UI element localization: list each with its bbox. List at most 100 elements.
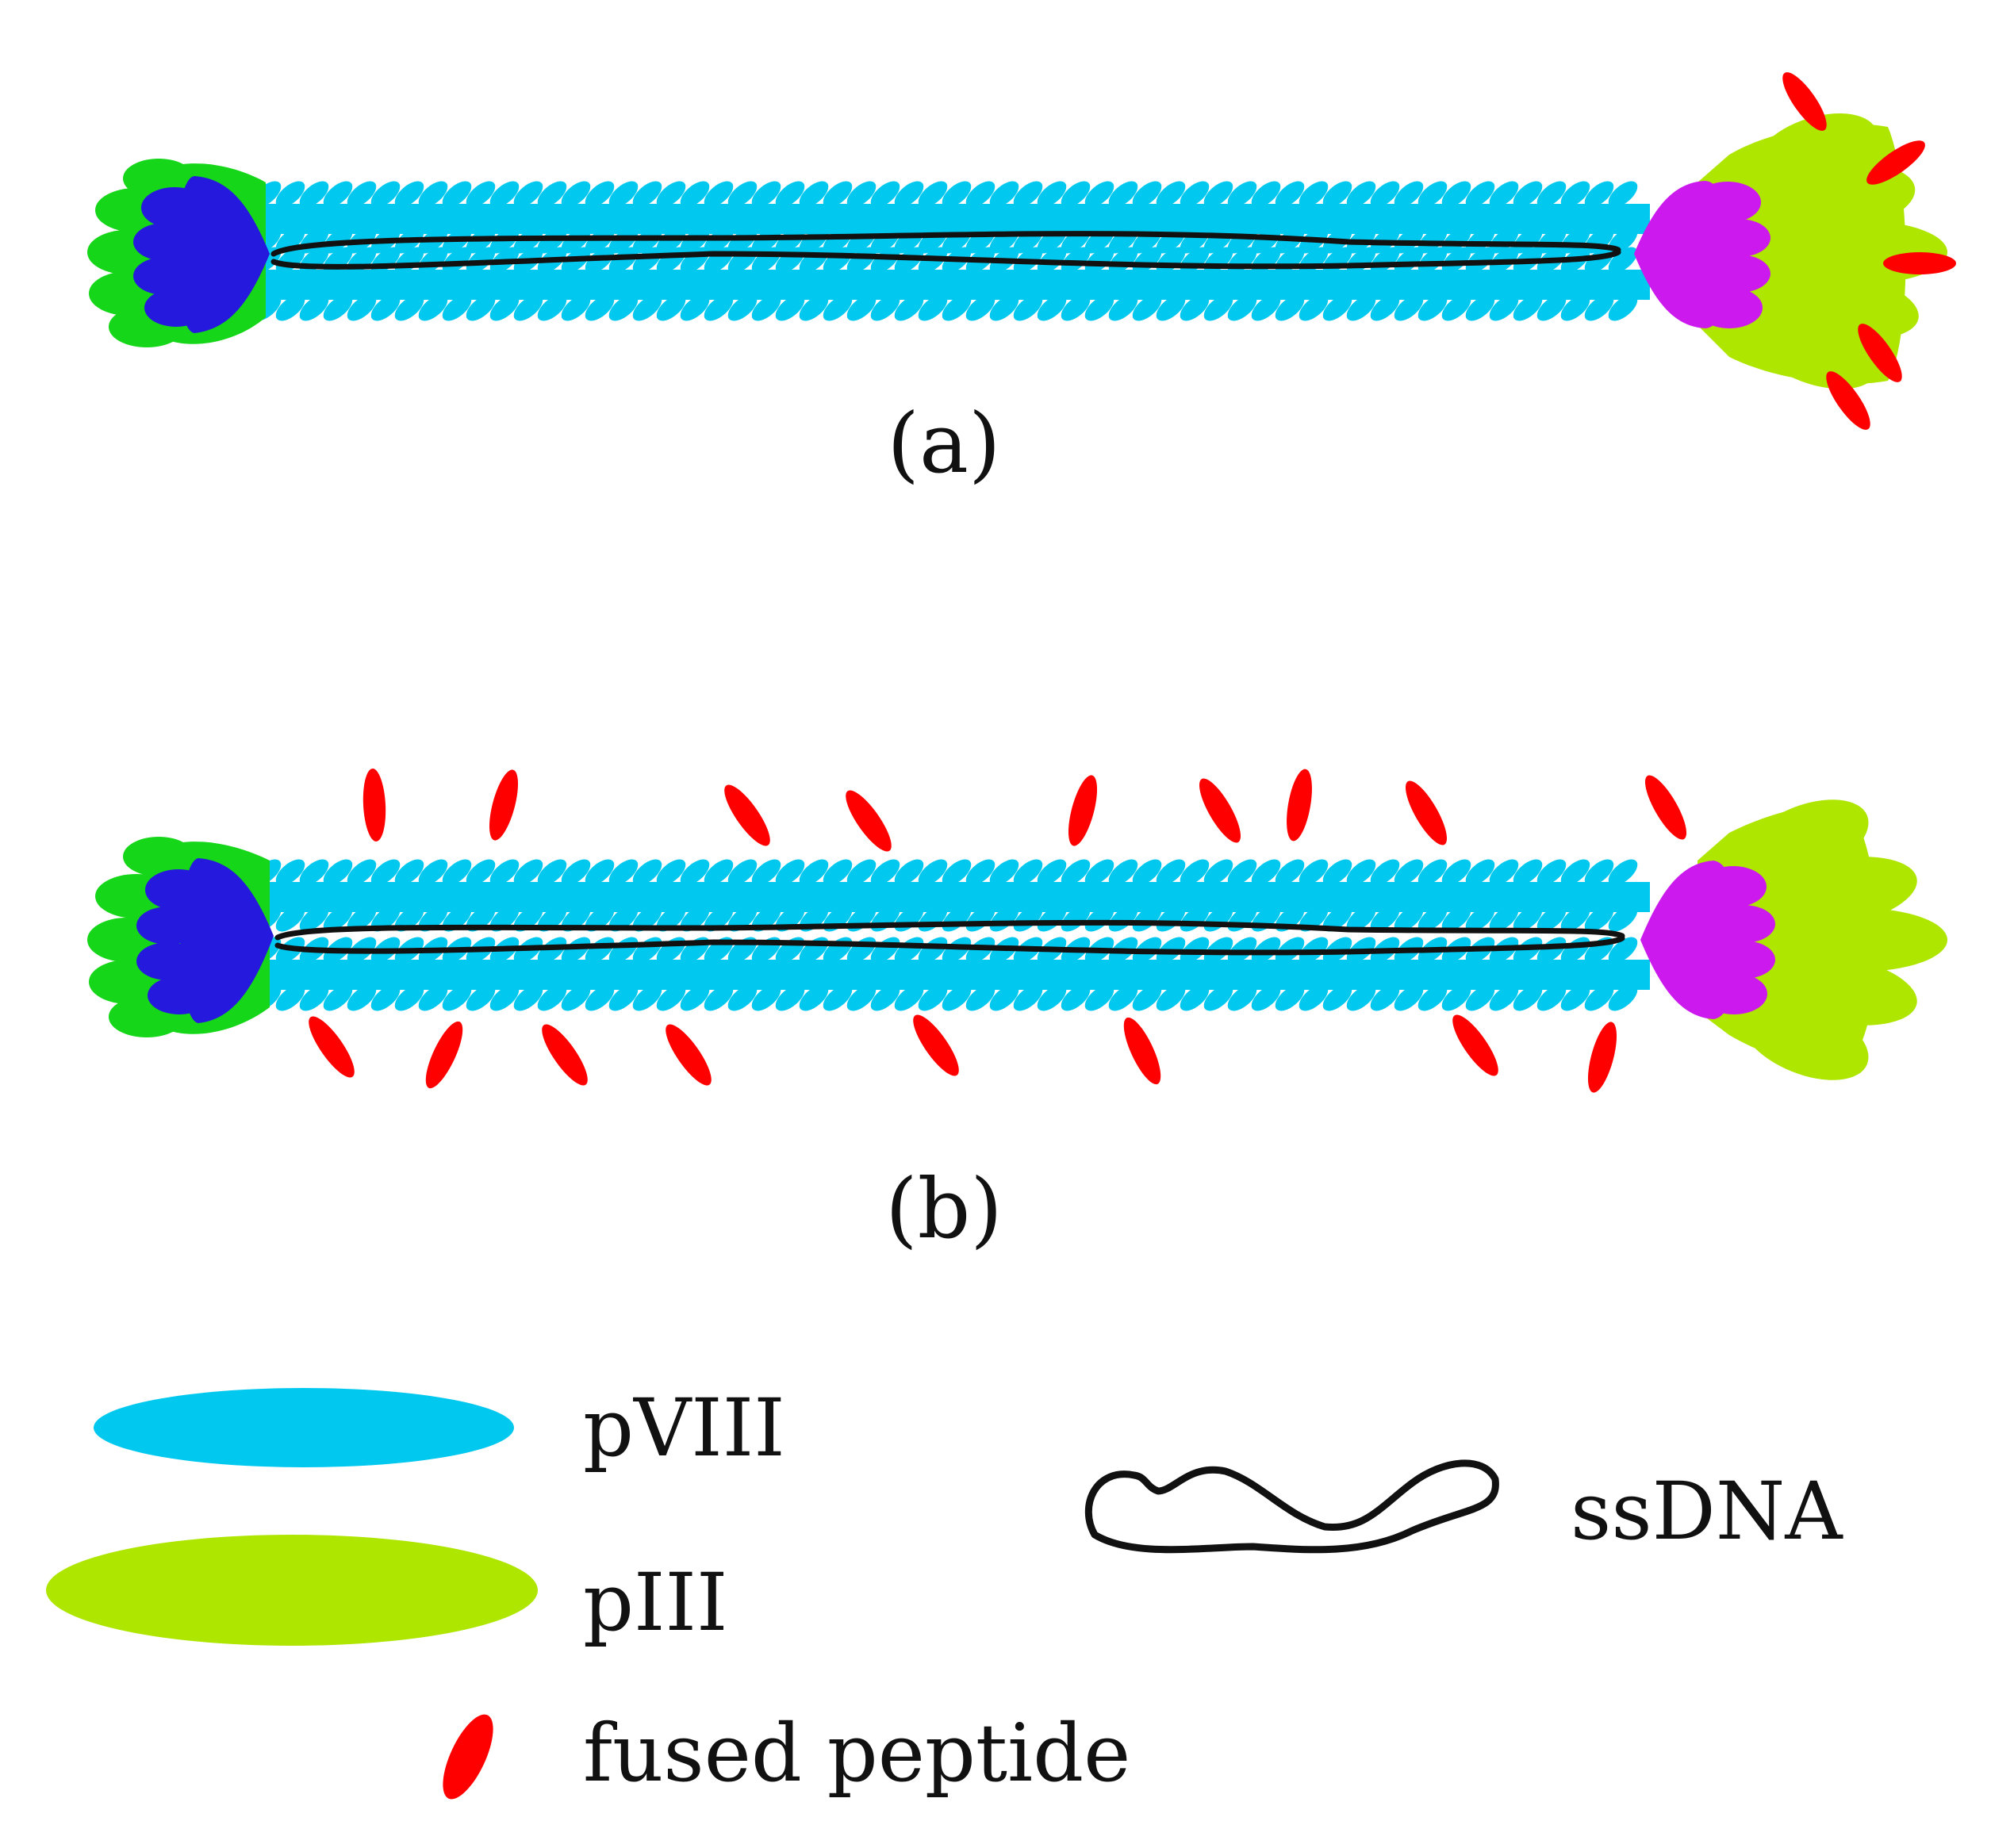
pviii-subunit xyxy=(1084,859,1114,886)
coat-peptide xyxy=(666,1024,712,1086)
pviii-subunit xyxy=(489,181,520,208)
panel-a-caption: (a) xyxy=(887,395,1000,492)
pviii-subunit xyxy=(918,859,948,886)
pviii-subunit xyxy=(775,859,805,886)
pviii-subunit xyxy=(727,905,758,932)
pviii-subunit xyxy=(1108,859,1138,886)
pviii-subunit xyxy=(466,294,496,321)
coat-peptide xyxy=(1123,1017,1161,1085)
pviii-subunit xyxy=(1084,984,1114,1011)
pviii-subunit xyxy=(323,227,353,254)
pviii-subunit xyxy=(1441,247,1471,274)
pviii-subunit xyxy=(466,181,496,208)
coat-peptide xyxy=(542,1024,588,1086)
pviii-subunit xyxy=(1417,181,1448,208)
pviii-subunit xyxy=(418,181,448,208)
pviii-subunit xyxy=(608,247,639,274)
tip-peptide xyxy=(1866,140,1925,185)
pviii-subunit xyxy=(1061,984,1091,1011)
pviii-subunit xyxy=(918,181,948,208)
pviii-subunit xyxy=(370,859,401,886)
pviii-subunit xyxy=(1084,294,1114,321)
left-cap-b xyxy=(87,837,274,1037)
pviii-subunit xyxy=(1346,181,1376,208)
pviii-subunit xyxy=(870,859,900,886)
pviii-subunit xyxy=(1037,181,1067,208)
pviii-subunit xyxy=(704,984,734,1011)
pviii-subunit xyxy=(942,937,972,964)
pviii-subunit xyxy=(275,227,305,254)
pviii-subunit xyxy=(418,984,448,1011)
pviii-subunit xyxy=(275,905,305,932)
pviii-subunit xyxy=(823,294,853,321)
pviii-subunit xyxy=(1370,859,1400,886)
pviii-subunit xyxy=(585,984,615,1011)
pviii-subunit xyxy=(275,294,305,321)
pviii-subunit xyxy=(1251,181,1281,208)
pviii-subunit xyxy=(299,181,329,208)
pviii-subunit xyxy=(1108,181,1138,208)
pviii-subunit xyxy=(585,859,615,886)
pviii-subunit xyxy=(942,294,972,321)
pviii-subunit xyxy=(513,859,543,886)
pviii-subunit xyxy=(704,905,734,932)
pviii-subunit xyxy=(1299,984,1329,1011)
legend-label-piii: pIII xyxy=(583,1556,728,1649)
pviii-subunit xyxy=(1536,984,1567,1011)
pviii-subunit xyxy=(513,294,543,321)
pviii-subunit xyxy=(1346,984,1376,1011)
pviii-subunit xyxy=(1489,181,1519,208)
pviii-subunit xyxy=(1513,984,1543,1011)
pviii-subunit xyxy=(537,859,567,886)
pviii-subunit xyxy=(1370,905,1400,932)
pviii-subunit xyxy=(323,984,353,1011)
pviii-subunit xyxy=(1203,294,1233,321)
pviii-subunit xyxy=(1560,181,1590,208)
pviii-subunit xyxy=(918,294,948,321)
pviii-subunit xyxy=(394,984,424,1011)
pviii-subunit xyxy=(1417,227,1448,254)
pviii-subunit xyxy=(632,859,662,886)
pviii-subunit xyxy=(1227,181,1257,208)
pviii-subunit xyxy=(1227,294,1257,321)
pviii-subunit xyxy=(1132,859,1162,886)
tip-peptide xyxy=(1883,252,1956,274)
pviii-subunit xyxy=(799,859,829,886)
pviii-subunit xyxy=(1346,859,1376,886)
pviii-subunit xyxy=(1084,247,1114,274)
pviii-subunit xyxy=(1608,905,1638,932)
pviii-subunit xyxy=(1061,294,1091,321)
pviii-subunit xyxy=(299,984,329,1011)
pviii-subunit xyxy=(1299,181,1329,208)
pviii-subunit xyxy=(1489,294,1519,321)
pviii-subunit xyxy=(1013,294,1043,321)
pviii-subunit xyxy=(275,181,305,208)
coat-peptides-b xyxy=(309,769,1686,1093)
pviii-subunit xyxy=(1322,905,1352,932)
pviii-subunit xyxy=(370,181,401,208)
pviii-subunit xyxy=(894,294,924,321)
pviii-subunit xyxy=(799,984,829,1011)
coat-peptide xyxy=(724,784,770,846)
pviii-subunit xyxy=(1037,984,1067,1011)
pviii-subunit xyxy=(1013,181,1043,208)
coat-peptide xyxy=(846,790,892,852)
pviii-subunit xyxy=(1275,984,1305,1011)
pviii-subunit xyxy=(680,984,710,1011)
coat-peptide xyxy=(1452,1014,1498,1076)
pviii-subunit xyxy=(823,227,853,254)
pviii-subunit xyxy=(1441,181,1471,208)
pviii-subunit xyxy=(608,859,639,886)
pviii-subunit xyxy=(1513,181,1543,208)
pviii-subunit xyxy=(1251,227,1281,254)
tip-peptide xyxy=(1782,72,1827,131)
pviii-subunit xyxy=(1180,181,1210,208)
coat-peptide xyxy=(309,1016,355,1078)
pviii-subunit xyxy=(1108,294,1138,321)
right-cap-a xyxy=(1634,72,1956,430)
pviii-subunit xyxy=(299,905,329,932)
pviii-subunit xyxy=(823,859,853,886)
pviii-subunit xyxy=(989,294,1019,321)
piii-swatch xyxy=(46,1535,538,1646)
